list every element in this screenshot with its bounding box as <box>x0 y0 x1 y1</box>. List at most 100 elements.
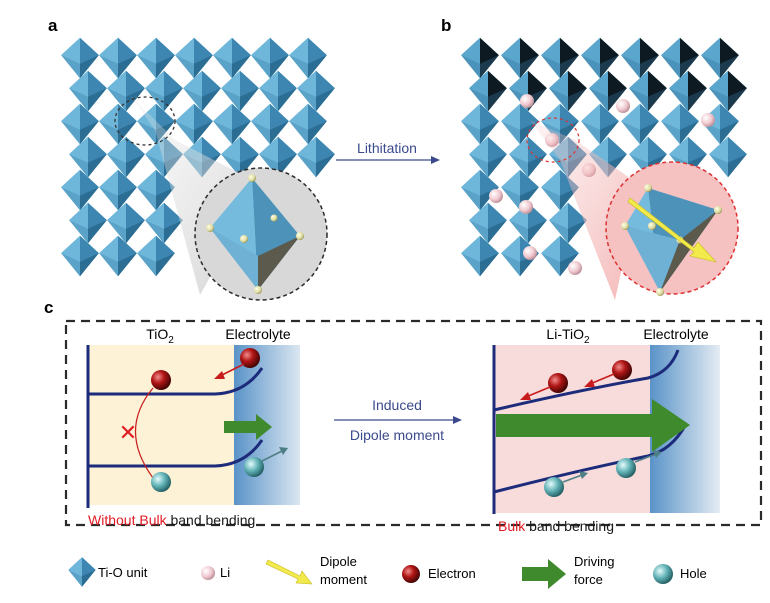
legend-electron-icon <box>402 565 420 583</box>
tio-octahedron <box>297 70 335 112</box>
tio-octahedron <box>661 37 699 79</box>
hole-right-bulk <box>544 477 564 497</box>
driving-force-arrow-large <box>496 399 690 452</box>
valence-band-left <box>88 439 264 468</box>
tio-octahedron <box>69 70 107 112</box>
li-atom <box>701 113 715 127</box>
legend-dipole-label-1: Dipole <box>320 554 357 569</box>
tio2-label: TiO2 <box>146 326 174 346</box>
electron-left-bulk <box>151 370 171 390</box>
tio-octahedron <box>709 136 747 178</box>
li-atom <box>616 99 630 113</box>
conduction-band-right <box>493 349 680 412</box>
tio-octahedron <box>469 70 507 112</box>
li-tio2-label: Li-TiO2 <box>546 326 590 346</box>
tio-octahedron <box>99 37 137 79</box>
tio-octahedron <box>289 103 327 145</box>
panel-label-c: c <box>44 298 53 317</box>
dipole-moment-label: Dipole moment <box>350 427 444 443</box>
tio-octahedron <box>549 70 587 112</box>
tio-octahedron <box>461 103 499 145</box>
hole-left-surface <box>244 457 264 477</box>
legend-driving-label-1: Driving <box>574 554 614 569</box>
caption-right: Bulk band bending <box>498 518 614 534</box>
conduction-band-left <box>88 367 264 396</box>
tio-octahedron <box>61 235 99 277</box>
dipole-arrow-zoom <box>627 197 717 263</box>
electron-arrow-left <box>219 363 245 377</box>
tio-octahedron <box>251 37 289 79</box>
tio-octahedron <box>259 70 297 112</box>
electron-left-surface <box>240 348 260 368</box>
tio-octahedron <box>213 103 251 145</box>
tio-octahedron <box>661 103 699 145</box>
tio-octahedron-zoom-a <box>206 174 304 294</box>
tio-octahedron <box>469 202 507 244</box>
legend: Ti-O unit Li Dipole moment Electron Driv… <box>68 554 707 589</box>
tio-octahedron <box>669 70 707 112</box>
tio-octahedron <box>621 37 659 79</box>
tio-octahedron <box>61 37 99 79</box>
li-atom <box>520 94 534 108</box>
legend-tio-unit-label: Ti-O unit <box>98 565 148 580</box>
tio-octahedron <box>183 70 221 112</box>
legend-dipole-icon <box>265 559 313 585</box>
caption-left: Without Bulk band bending <box>88 512 255 528</box>
tio-octahedron <box>69 202 107 244</box>
tio-octahedron <box>289 37 327 79</box>
tio-octahedron <box>461 37 499 79</box>
legend-electron-label: Electron <box>428 566 476 581</box>
hole-left-bulk <box>151 472 171 492</box>
tio-octahedron <box>581 37 619 79</box>
tio-octahedron <box>175 103 213 145</box>
tio-octahedron <box>107 202 145 244</box>
electrolyte-label-left: Electrolyte <box>225 326 291 342</box>
hole-arrow-left <box>261 450 283 462</box>
tio-octahedron <box>297 136 335 178</box>
tio-octahedron <box>99 169 137 211</box>
li-atom <box>523 246 537 260</box>
tio-octahedron <box>461 235 499 277</box>
tio-octahedron <box>709 70 747 112</box>
tio-octahedron <box>145 70 183 112</box>
tio-octahedron <box>581 103 619 145</box>
electron-arrow-right-2 <box>589 373 615 385</box>
tio-octahedron <box>541 37 579 79</box>
tio-octahedron <box>509 136 547 178</box>
induced-label: Induced <box>372 397 422 413</box>
electron-arrow-right-1 <box>525 386 551 398</box>
tio-octahedron <box>701 37 739 79</box>
panel-label-a: a <box>48 16 58 35</box>
valence-band-right <box>493 423 688 494</box>
electron-right-bulk <box>548 373 568 393</box>
lithitation-arrowhead <box>431 156 440 164</box>
lithitation-label: Lithitation <box>357 140 417 156</box>
tio-octahedron <box>501 37 539 79</box>
legend-hole-label: Hole <box>680 566 707 581</box>
hole-arrow-right-1 <box>562 474 583 483</box>
zoom-cone-a <box>130 95 262 295</box>
tio-octahedron <box>137 37 175 79</box>
zoom-source-ring-b <box>526 117 580 163</box>
electron-right-surface <box>612 360 632 380</box>
tio-octahedron <box>213 37 251 79</box>
legend-li-icon <box>201 566 215 580</box>
legend-driving-force-icon <box>522 559 566 589</box>
tio-octahedron <box>61 103 99 145</box>
li-atom <box>568 261 582 275</box>
tio-octahedron <box>99 235 137 277</box>
hole-arrow-right-2 <box>634 453 657 463</box>
hole-right-surface <box>616 458 636 478</box>
tio-octahedron <box>469 136 507 178</box>
legend-tio-unit-icon <box>68 557 96 587</box>
legend-hole-icon <box>653 564 673 584</box>
legend-driving-label-2: force <box>574 572 603 587</box>
tio-octahedron <box>251 103 289 145</box>
tio-octahedron <box>107 136 145 178</box>
driving-force-arrow-small <box>224 414 272 440</box>
blocked-cross: ✕ <box>119 420 137 445</box>
panel-label-b: b <box>441 16 451 35</box>
recombination-path <box>135 387 154 479</box>
tio-octahedron <box>137 235 175 277</box>
